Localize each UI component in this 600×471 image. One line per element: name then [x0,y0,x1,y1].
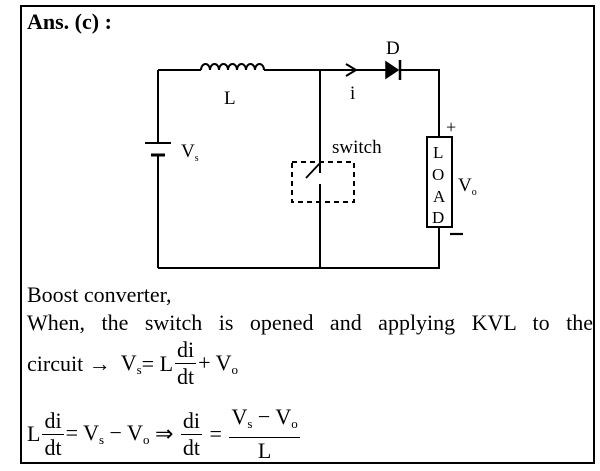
current-arrow [345,63,358,77]
current-label: i [350,83,355,104]
source-label: Vs [181,141,199,164]
wire-bottom [158,227,440,269]
wire-top-right [400,69,440,137]
answer-heading: Ans. (c) : [27,9,112,34]
switch-box [291,161,355,203]
load-letter-a: A [433,187,446,206]
inductor-coil [200,63,265,71]
switch-label: switch [332,137,382,158]
text-line-1: Boost converter, [27,282,172,307]
load-letter-d: D [432,208,444,227]
load-letter-l: L [433,143,443,162]
load-letter-o: O [432,165,444,184]
load-plus-sign: + [446,117,456,137]
output-label: Vo [458,175,477,198]
load-box [426,136,453,228]
answer-frame [20,5,595,464]
inductor-label: L [224,88,236,109]
circuit-arrow-text: circuit → [27,350,111,376]
text-line-2: When, the switch is opened and applying … [27,310,593,335]
switch-blade [305,161,322,179]
diode-symbol [385,60,400,80]
diode-label: D [386,38,400,59]
